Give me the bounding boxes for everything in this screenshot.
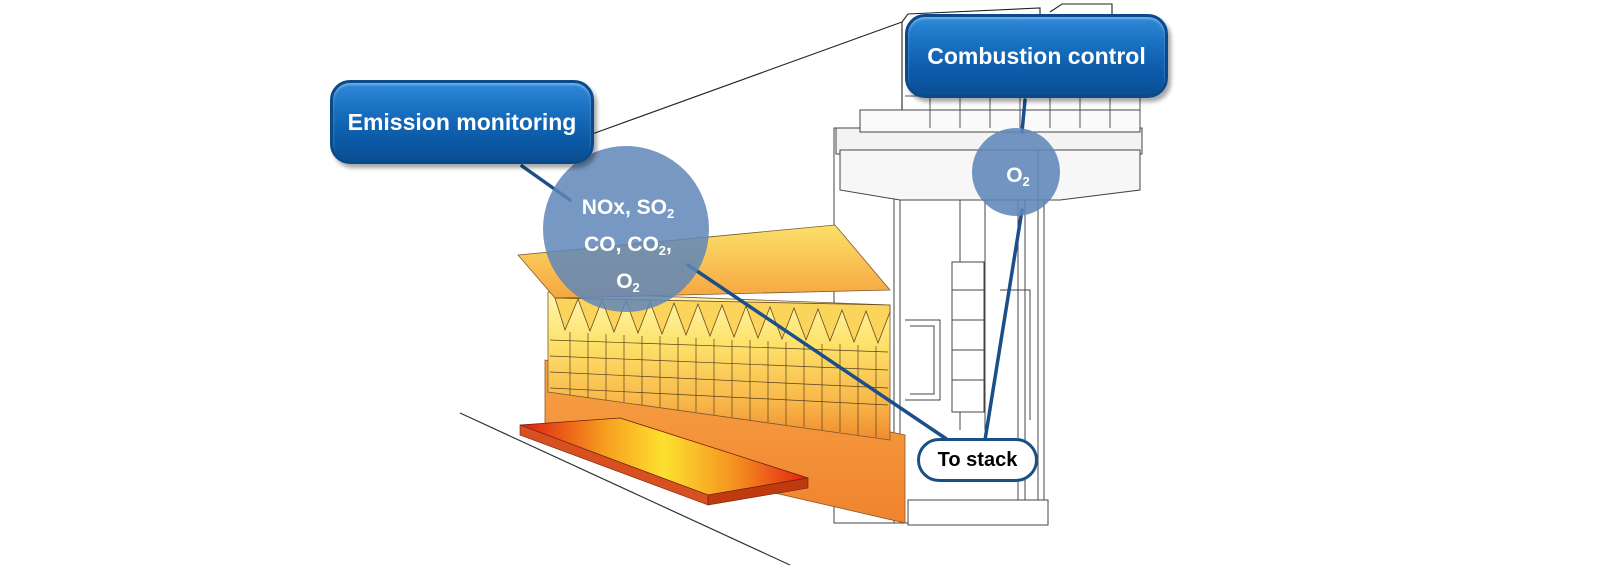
enclosure-frame: [569, 3, 1113, 143]
gas-line-nox-so2: NOx, SO2: [548, 192, 708, 229]
gas-subscript: 2: [1022, 174, 1030, 189]
leader-lines: [520, 98, 1027, 442]
combustion-control-label: Combustion control: [927, 42, 1146, 69]
combustion-bubble: [972, 128, 1060, 216]
gas-subscript: 2: [658, 243, 667, 258]
gas-text: O: [616, 270, 633, 293]
hot-plate: [519, 417, 809, 506]
emission-gas-list: NOx, SO2 CO, CO2, O2: [548, 192, 708, 303]
gas-text: NOx, SO: [581, 196, 667, 219]
combustion-control-callout: Combustion control: [905, 14, 1168, 98]
emission-monitoring-callout: Emission monitoring: [330, 80, 594, 164]
furnace-grid: [549, 332, 889, 437]
gas-subscript: 2: [666, 206, 675, 221]
gas-line-o2: O2: [548, 266, 708, 303]
emission-bubble: [543, 146, 709, 312]
gas-line-co-co2: CO, CO2,: [548, 229, 708, 266]
gas-text: ,: [666, 233, 672, 256]
emission-monitoring-label: Emission monitoring: [347, 108, 577, 135]
combustion-gas-label: O2: [978, 160, 1058, 197]
gas-text: CO, CO: [584, 233, 659, 256]
gas-subscript: 2: [632, 280, 640, 295]
to-stack-text: To stack: [937, 448, 1018, 471]
gas-text: O: [1006, 164, 1023, 187]
to-stack-label: To stack: [917, 438, 1038, 482]
floor-line: [459, 412, 791, 566]
